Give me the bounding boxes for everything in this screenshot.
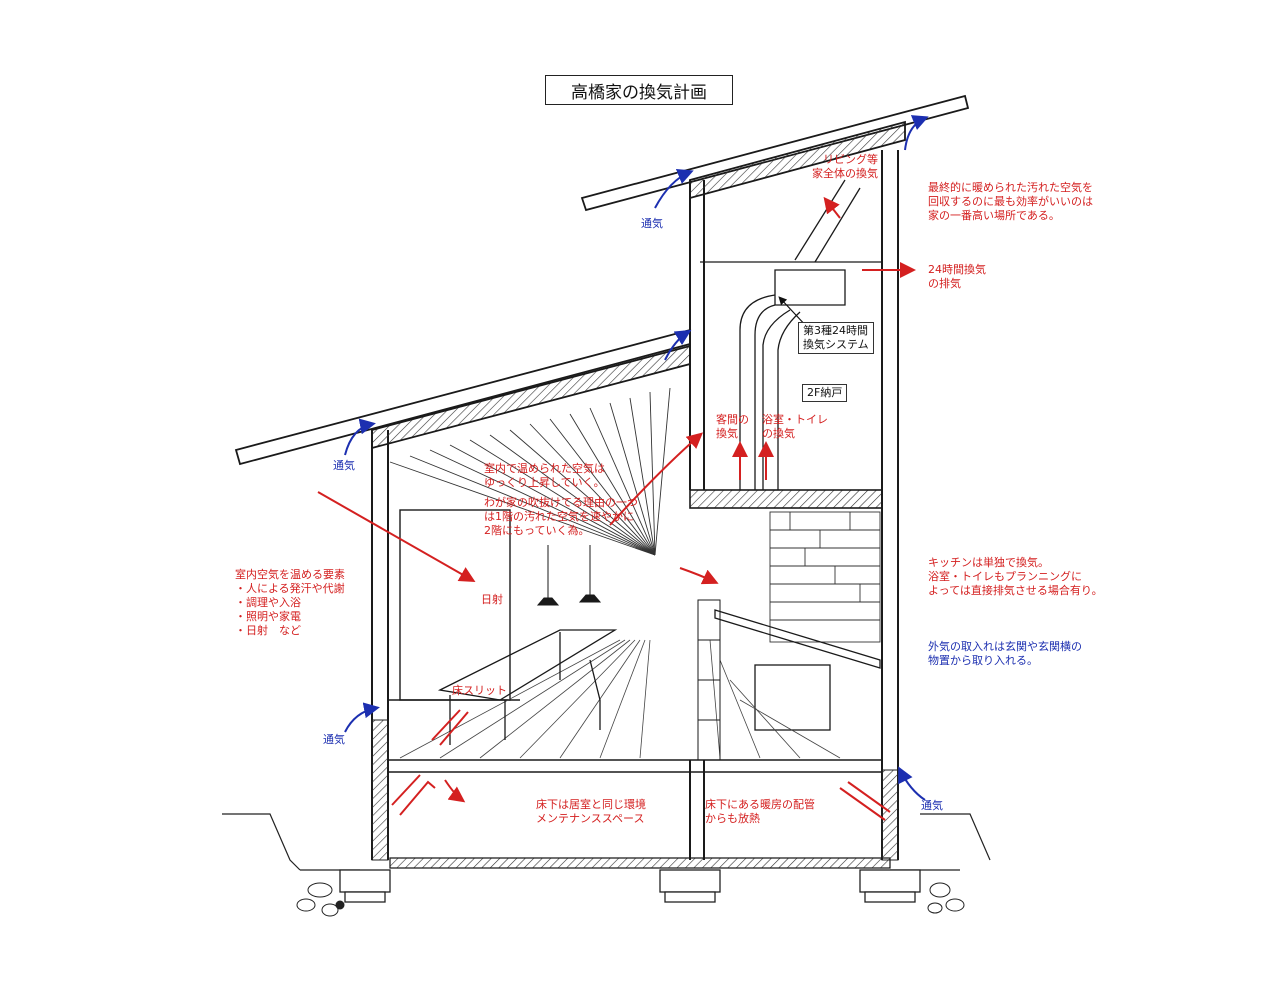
red-flow-arrows bbox=[317, 196, 916, 821]
floor-boards bbox=[399, 639, 841, 759]
ground-floor bbox=[388, 759, 882, 773]
page-title: 高橋家の換気計画 bbox=[545, 75, 733, 105]
label-heat-elements: 室内空気を温める要素 ・人による発汗や代謝 ・調理や入浴 ・照明や家電 ・日射 … bbox=[235, 568, 345, 637]
wall-base-right bbox=[881, 769, 899, 861]
label-vent-ridge-left: 通気 bbox=[641, 217, 663, 230]
kitchen-counter bbox=[714, 609, 881, 731]
label-intake-note: 外気の取入れは玄関や玄関横の 物置から取り入れる。 bbox=[928, 640, 1082, 667]
kitchen-wall bbox=[769, 511, 881, 643]
label-floor-slit: 床スリット bbox=[452, 684, 507, 697]
label-2f-storage: 2F納戸 bbox=[802, 384, 848, 402]
upper-roof bbox=[580, 94, 970, 212]
label-top-note: 最終的に暖められた汚れた空気を 回収するのに最も効率がいいのは 家の一番高い場所… bbox=[928, 181, 1093, 222]
label-kitchen-note: キッチンは単独で換気。 浴室・トイレもプランニングに よっては直接排気させる場合… bbox=[928, 556, 1103, 597]
label-heating-pipe: 床下にある暖房の配管 からも放熱 bbox=[705, 798, 815, 825]
label-exhaust-24h: 24時間換気 の排気 bbox=[928, 263, 986, 290]
blue-vent-arrows bbox=[344, 115, 929, 801]
label-ventilation-system: 第3種24時間 換気システム bbox=[798, 322, 874, 354]
label-bath-vent: 浴室・トイレ の換気 bbox=[762, 413, 828, 440]
foundations bbox=[339, 857, 921, 903]
pendant-lamps bbox=[536, 545, 602, 606]
label-guest-vent: 客間の 換気 bbox=[716, 413, 749, 440]
label-underfloor: 床下は居室と同じ環境 メンテナンススペース bbox=[536, 798, 646, 825]
label-atrium-reason: わが家の吹抜けてる理由の一つ は1階の汚れた空気を速やかに 2階にもっていく為。 bbox=[484, 496, 638, 537]
wall-base-left bbox=[371, 719, 389, 861]
label-warm-rise: 室内で温められた空気は ゆっくり上昇していく。 bbox=[484, 462, 605, 489]
label-vent-low-right: 通気 bbox=[921, 799, 943, 812]
label-living-whole: リビング等 家全体の換気 bbox=[812, 153, 878, 180]
label-vent-mid-left: 通気 bbox=[333, 459, 355, 472]
gravel bbox=[296, 882, 965, 917]
label-solar: 日射 bbox=[481, 593, 503, 606]
label-vent-low-left: 通気 bbox=[323, 733, 345, 746]
atrium-ceiling bbox=[389, 387, 671, 556]
second-floor bbox=[689, 261, 883, 509]
dining-table bbox=[437, 629, 618, 745]
duct-system bbox=[739, 179, 861, 490]
stairs bbox=[697, 599, 721, 761]
